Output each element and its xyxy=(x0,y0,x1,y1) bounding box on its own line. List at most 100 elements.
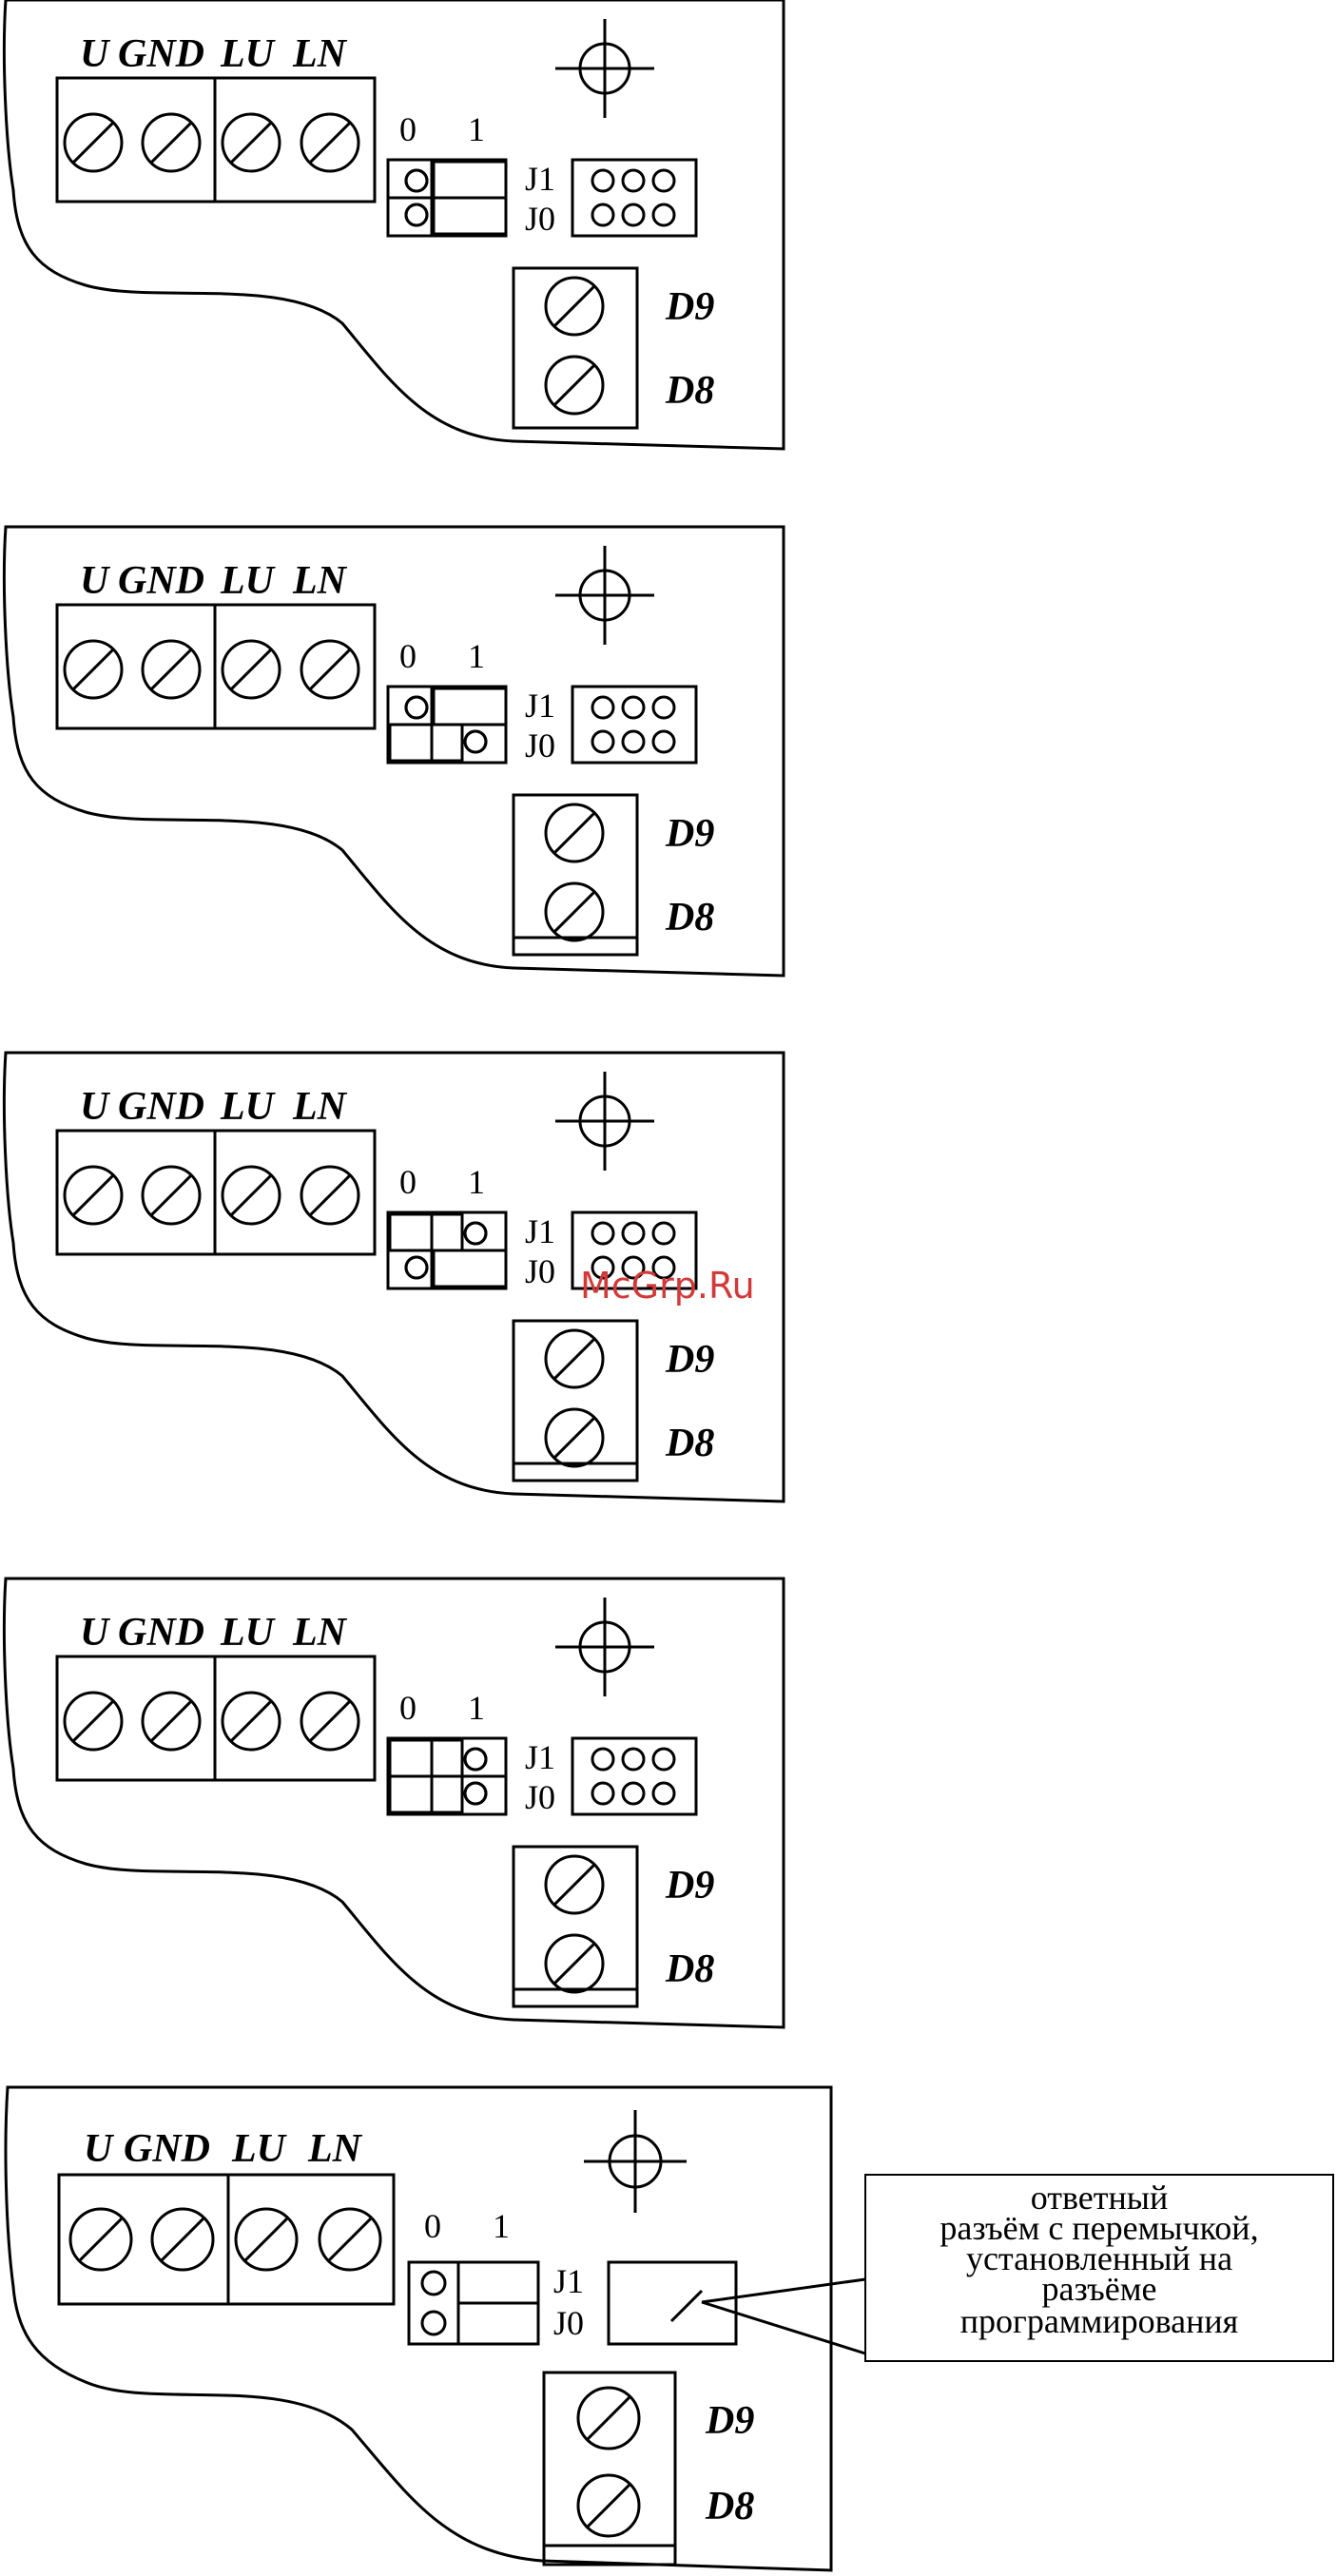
watermark: McGrp.Ru xyxy=(580,1265,755,1307)
contact-block xyxy=(513,1847,637,2006)
contact-label-d9: D9 xyxy=(665,285,714,329)
contact-label-d8: D8 xyxy=(705,2485,754,2528)
jumper-label-j1: J1 xyxy=(553,2262,584,2300)
jumper-panel-1: UGNDLULN01J1J0D9D8 xyxy=(4,0,784,449)
contact-label-d8: D8 xyxy=(665,1947,714,1991)
connector-pin xyxy=(592,1783,613,1804)
jumper-label-j0: J0 xyxy=(525,1778,555,1816)
connector-pin xyxy=(653,697,674,718)
contact-screw-icon xyxy=(546,1330,603,1387)
header-pin-free xyxy=(465,1223,486,1244)
header-pin-free xyxy=(465,731,486,752)
position-label-1: 1 xyxy=(468,1689,485,1727)
terminal-label-ln: LN xyxy=(307,2127,363,2171)
jumper-label-j1: J1 xyxy=(525,1212,555,1250)
programming-connector-plug xyxy=(609,2262,736,2344)
connector-pin xyxy=(592,1223,613,1244)
header-pin-free xyxy=(465,1783,486,1804)
contact-screw-icon xyxy=(546,357,603,414)
header-pin-free xyxy=(406,697,427,718)
position-label-1: 1 xyxy=(468,1163,485,1201)
position-label-0: 0 xyxy=(399,1689,417,1727)
contact-screw-icon xyxy=(546,1935,603,1992)
terminal-screw-icon xyxy=(70,2209,131,2270)
position-label-0: 0 xyxy=(399,637,417,675)
contact-label-d9: D9 xyxy=(705,2399,754,2443)
terminal-label-lu: LU xyxy=(220,32,277,76)
terminal-label-gnd: GND xyxy=(118,32,204,76)
position-label-0: 0 xyxy=(399,1163,417,1201)
position-label-1: 1 xyxy=(493,2207,510,2245)
callout-leader xyxy=(702,2302,865,2353)
terminal-label-ln: LN xyxy=(292,1085,348,1129)
contact-label-d9: D9 xyxy=(665,1338,714,1382)
contact-block xyxy=(513,1321,637,1481)
terminal-screw-icon xyxy=(320,2209,380,2270)
connector-pin xyxy=(623,204,644,225)
contact-block xyxy=(544,2373,675,2565)
jumper-label-j1: J1 xyxy=(525,160,555,198)
terminal-label-u: U xyxy=(80,1085,111,1129)
connector-pin xyxy=(623,1783,644,1804)
terminal-screw-icon xyxy=(223,114,280,171)
terminal-label-gnd: GND xyxy=(118,1611,204,1655)
connector-pin xyxy=(592,204,613,225)
connector-pin xyxy=(623,731,644,752)
contact-screw-icon xyxy=(546,804,603,862)
jumper-header xyxy=(388,160,506,236)
terminal-label-u: U xyxy=(80,1611,111,1655)
contact-screw-icon xyxy=(546,1409,603,1466)
jumper-cap xyxy=(434,688,506,725)
jumper-label-j0: J0 xyxy=(553,2304,584,2342)
position-label-1: 1 xyxy=(468,637,485,675)
mounting-hole-icon xyxy=(555,1072,654,1171)
contact-screw-icon xyxy=(546,1856,603,1913)
jumper-label-j0: J0 xyxy=(525,200,555,238)
jumper-header xyxy=(388,687,506,763)
contact-screw-icon xyxy=(546,883,603,940)
terminal-label-ln: LN xyxy=(292,559,348,603)
terminal-block: UGNDLULN xyxy=(59,2127,394,2304)
terminal-screw-icon xyxy=(65,114,122,171)
position-label-1: 1 xyxy=(468,110,485,148)
terminal-block: UGNDLULN xyxy=(57,1085,375,1254)
terminal-screw-icon xyxy=(152,2209,213,2270)
terminal-screw-icon xyxy=(223,1167,280,1224)
contact-block xyxy=(513,268,637,428)
jumper-cap xyxy=(434,1250,506,1287)
terminal-label-gnd: GND xyxy=(118,559,204,603)
connector-pin xyxy=(592,697,613,718)
terminal-screw-icon xyxy=(301,114,358,171)
terminal-label-ln: LN xyxy=(292,32,348,76)
contact-label-d8: D8 xyxy=(665,896,714,939)
jumper-label-j1: J1 xyxy=(525,687,555,725)
jumper-cap xyxy=(390,1740,462,1776)
programming-connector xyxy=(572,687,696,763)
header-pin-free xyxy=(406,1257,427,1278)
programming-connector xyxy=(572,160,696,236)
contact-label-d8: D8 xyxy=(665,1422,714,1465)
terminal-label-u: U xyxy=(84,2127,115,2171)
position-label-0: 0 xyxy=(424,2207,441,2245)
connector-pin xyxy=(653,170,674,191)
connector-pin xyxy=(623,1223,644,1244)
callout-leader xyxy=(702,2279,865,2302)
header-pin-free xyxy=(406,170,427,191)
jumper-label-j0: J0 xyxy=(525,1252,555,1290)
contact-screw-icon xyxy=(578,2388,639,2449)
connector-pin xyxy=(653,1749,674,1770)
callout-box: ответныйразъём с перемычкой,установленны… xyxy=(865,2175,1333,2361)
contact-block xyxy=(513,795,637,955)
terminal-screw-icon xyxy=(143,641,200,698)
jumper-wire-icon xyxy=(671,2291,702,2321)
terminal-screw-icon xyxy=(236,2209,297,2270)
terminal-label-lu: LU xyxy=(220,1611,277,1655)
terminal-label-gnd: GND xyxy=(124,2127,210,2171)
connector-pin xyxy=(623,1749,644,1770)
jumper-header xyxy=(388,1738,506,1814)
contact-label-d8: D8 xyxy=(665,369,714,413)
